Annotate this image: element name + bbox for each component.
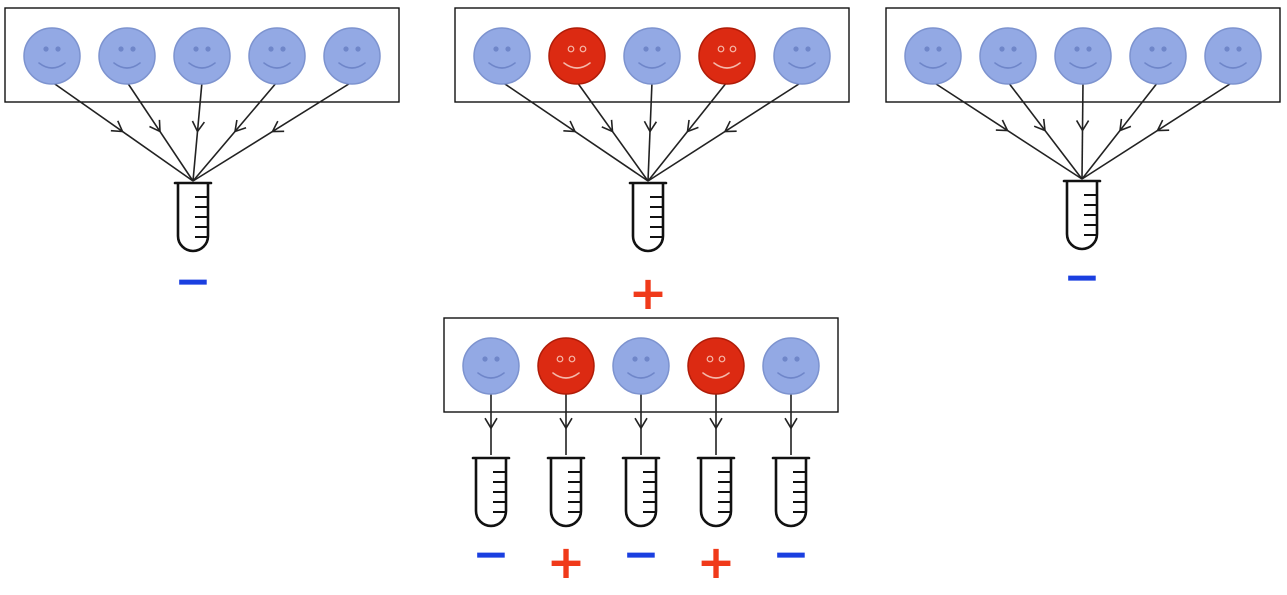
arrowhead — [1119, 118, 1132, 132]
pool-2-retest: −+−+− — [443, 317, 839, 589]
test-tube — [546, 456, 586, 528]
arrowhead — [484, 417, 498, 430]
person-healthy — [1129, 27, 1187, 85]
pool-box — [4, 7, 400, 103]
person-healthy — [1054, 27, 1112, 85]
person-infected — [687, 337, 745, 395]
person-healthy — [623, 27, 681, 85]
negative-result: − — [1064, 252, 1101, 303]
arrowhead — [563, 120, 577, 133]
negative-result: − — [175, 256, 212, 307]
person-healthy — [462, 337, 520, 395]
positive-result: + — [629, 266, 668, 320]
person-healthy — [1204, 27, 1262, 85]
arrowhead — [784, 417, 798, 430]
test-tube — [471, 456, 511, 528]
arrowhead — [1075, 120, 1090, 133]
pool-3: − — [885, 7, 1281, 303]
arrowhead — [233, 119, 247, 133]
negative-result: − — [773, 529, 810, 580]
person-healthy — [904, 27, 962, 85]
test-tube — [173, 181, 213, 253]
positive-result: + — [547, 535, 586, 589]
pool-box — [454, 7, 850, 103]
pool-2: + — [454, 7, 850, 320]
person-healthy — [23, 27, 81, 85]
arrowhead — [634, 417, 648, 430]
person-healthy — [979, 27, 1037, 85]
arrowhead — [643, 120, 658, 134]
arrowhead — [1033, 118, 1046, 132]
positive-result: + — [697, 535, 736, 589]
person-healthy — [773, 27, 831, 85]
test-tube — [771, 456, 811, 528]
person-healthy — [323, 27, 381, 85]
test-tube — [696, 456, 736, 528]
person-healthy — [473, 27, 531, 85]
arrowhead — [191, 120, 206, 134]
negative-result: − — [473, 529, 510, 580]
arrowhead — [723, 120, 737, 133]
arrowhead — [149, 119, 161, 133]
arrowhead — [1156, 119, 1170, 132]
test-tube — [621, 456, 661, 528]
arrowhead — [110, 120, 124, 133]
pool-1: − — [4, 7, 400, 307]
person-infected — [698, 27, 756, 85]
person-infected — [537, 337, 595, 395]
arrowhead — [709, 417, 723, 430]
arrowhead — [995, 119, 1009, 132]
arrowhead — [686, 119, 699, 133]
arrowhead — [271, 120, 285, 133]
person-healthy — [612, 337, 670, 395]
person-healthy — [762, 337, 820, 395]
person-healthy — [248, 27, 306, 85]
arrowhead — [601, 119, 614, 133]
test-tube — [1062, 179, 1102, 251]
test-tube — [628, 181, 668, 253]
person-healthy — [173, 27, 231, 85]
person-healthy — [98, 27, 156, 85]
negative-result: − — [623, 529, 660, 580]
arrowhead — [559, 417, 573, 430]
person-infected — [548, 27, 606, 85]
